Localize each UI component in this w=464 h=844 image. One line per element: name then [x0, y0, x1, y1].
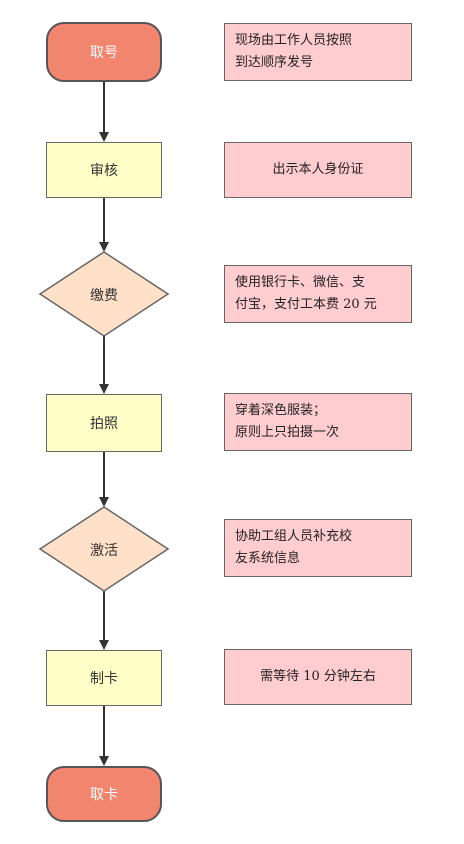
- step-take-number-label: 取号: [90, 45, 118, 61]
- note-activate-text: 协助工组人员补充校 友系统信息: [235, 529, 353, 566]
- note-make-card-text: 需等待 10 分钟左右: [260, 669, 376, 684]
- note-activate: 协助工组人员补充校 友系统信息: [224, 519, 412, 577]
- step-photo-label: 拍照: [90, 416, 118, 432]
- decision-diamond-activate: [38, 506, 170, 592]
- note-make-card: 需等待 10 分钟左右: [224, 649, 412, 705]
- step-make-card-label: 制卡: [90, 671, 118, 687]
- note-photo-text: 穿着深色服装； 原则上只拍摄一次: [235, 403, 340, 440]
- note-photo: 穿着深色服装； 原则上只拍摄一次: [224, 393, 412, 451]
- note-take-number-text: 现场由工作人员按照 到达顺序发号: [235, 33, 353, 70]
- note-payment: 使用银行卡、微信、支 付宝，支付工本费 20 元: [224, 265, 412, 323]
- decision-diamond-payment: [38, 251, 170, 337]
- note-review-text: 出示本人身份证: [272, 162, 364, 177]
- note-payment-text: 使用银行卡、微信、支 付宝，支付工本费 20 元: [235, 275, 377, 312]
- step-review-label: 审核: [90, 163, 118, 179]
- note-take-number: 现场由工作人员按照 到达顺序发号: [224, 23, 412, 81]
- step-review: 审核: [46, 142, 162, 198]
- step-photo: 拍照: [46, 394, 162, 452]
- step-activate-label: 激活: [90, 543, 118, 559]
- step-take-number: 取号: [46, 22, 162, 82]
- step-collect-card: 取卡: [46, 766, 162, 822]
- step-collect-card-label: 取卡: [90, 787, 118, 803]
- step-payment-label: 缴费: [90, 288, 118, 304]
- step-make-card: 制卡: [46, 650, 162, 706]
- note-review: 出示本人身份证: [224, 142, 412, 198]
